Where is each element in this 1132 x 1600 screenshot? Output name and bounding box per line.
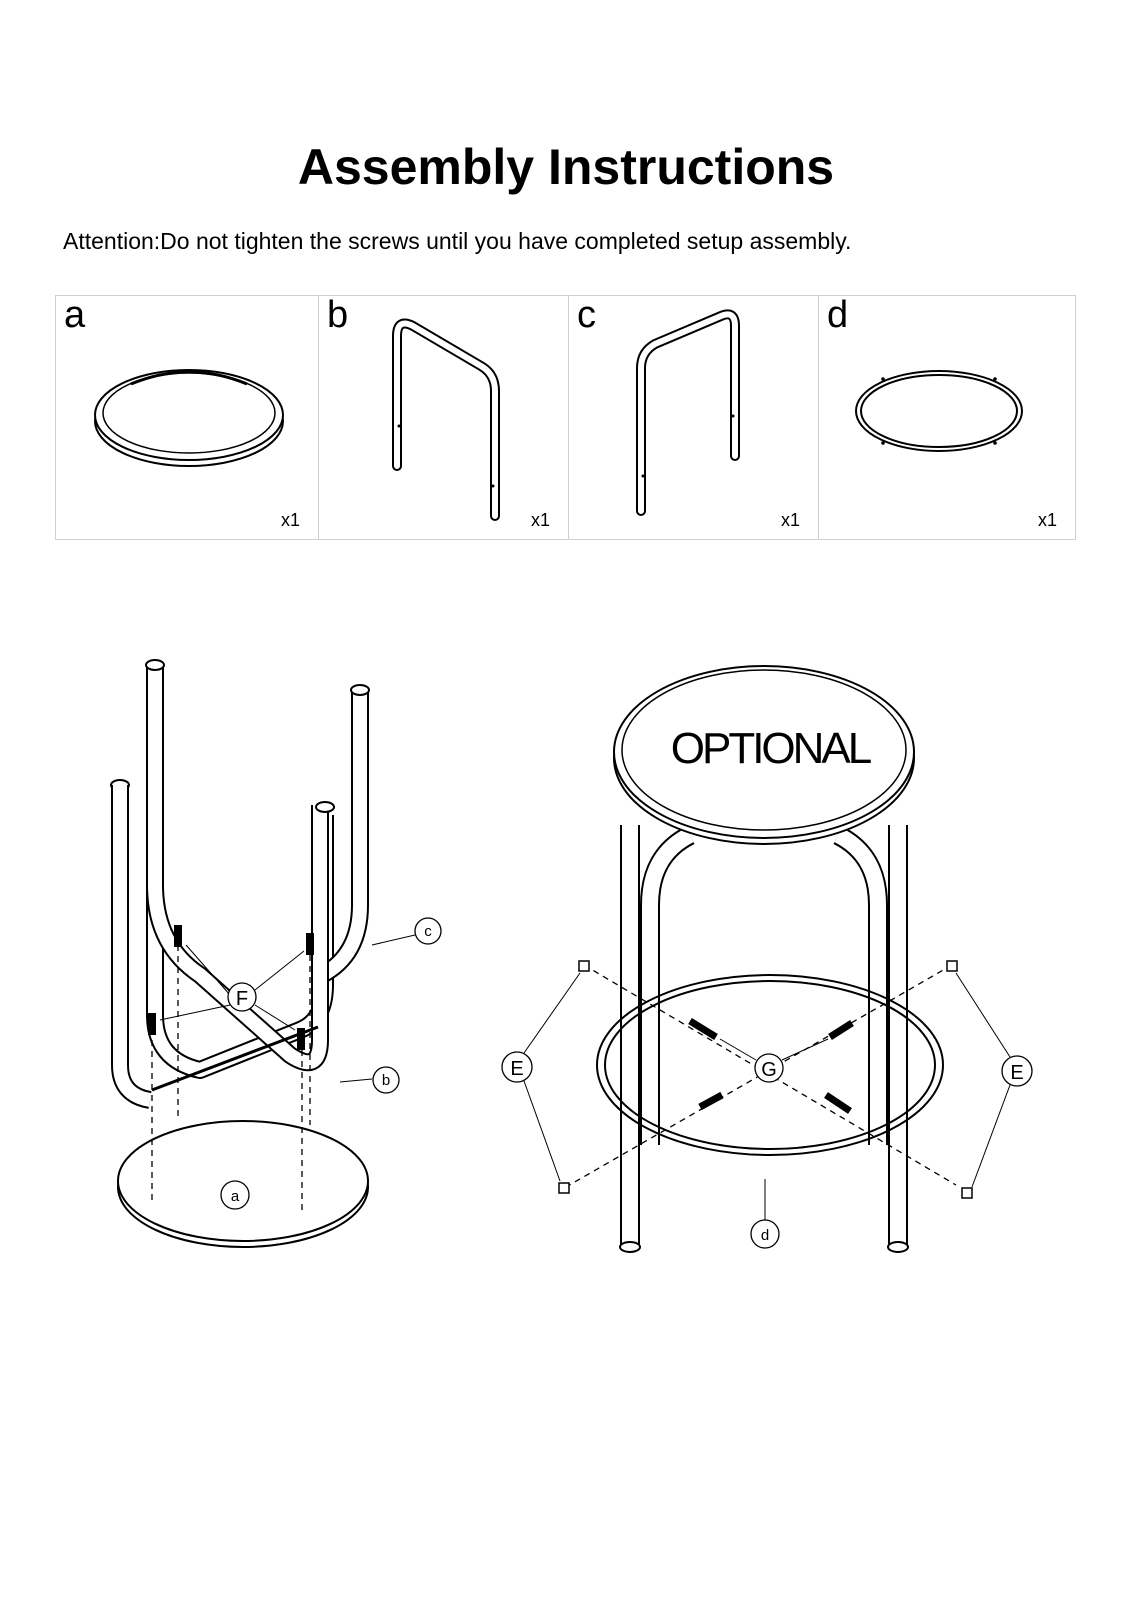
part-letter: d xyxy=(827,294,849,336)
label-E-left: E xyxy=(510,1058,523,1080)
part-quantity: x1 xyxy=(1037,510,1057,530)
part-quantity: x1 xyxy=(280,510,300,530)
label-F: F xyxy=(236,988,248,1010)
part-d: d x1 xyxy=(819,294,1075,539)
leg-frame-c-drawing xyxy=(636,309,740,516)
part-c: c x1 xyxy=(569,294,819,539)
leg-frame-b-drawing xyxy=(392,318,500,521)
part-quantity: x1 xyxy=(780,510,800,530)
part-letter: b xyxy=(327,294,349,336)
attention-note: Attention:Do not tighten the screws unti… xyxy=(63,228,852,254)
label-E-right: E xyxy=(1010,1062,1023,1084)
label-d: d xyxy=(761,1227,769,1244)
label-a: a xyxy=(231,1188,240,1205)
page-title: Assembly Instructions xyxy=(297,139,835,195)
part-a: a x1 xyxy=(56,294,319,539)
part-quantity: x1 xyxy=(530,510,550,530)
parts-table: a x1 b x1 c x1 d xyxy=(55,294,1076,540)
label-c: c xyxy=(424,923,432,940)
step2-diagram: OPTIONAL G E E d xyxy=(501,665,1033,1253)
label-b: b xyxy=(382,1072,390,1089)
seat-drawing xyxy=(94,369,284,467)
step1-diagram: F c b a xyxy=(110,659,442,1248)
label-G: G xyxy=(761,1059,777,1081)
optional-label: OPTIONAL xyxy=(671,724,872,773)
part-letter: a xyxy=(64,294,86,336)
part-b: b x1 xyxy=(319,294,569,539)
foot-ring-drawing xyxy=(855,370,1023,452)
part-letter: c xyxy=(577,294,596,336)
